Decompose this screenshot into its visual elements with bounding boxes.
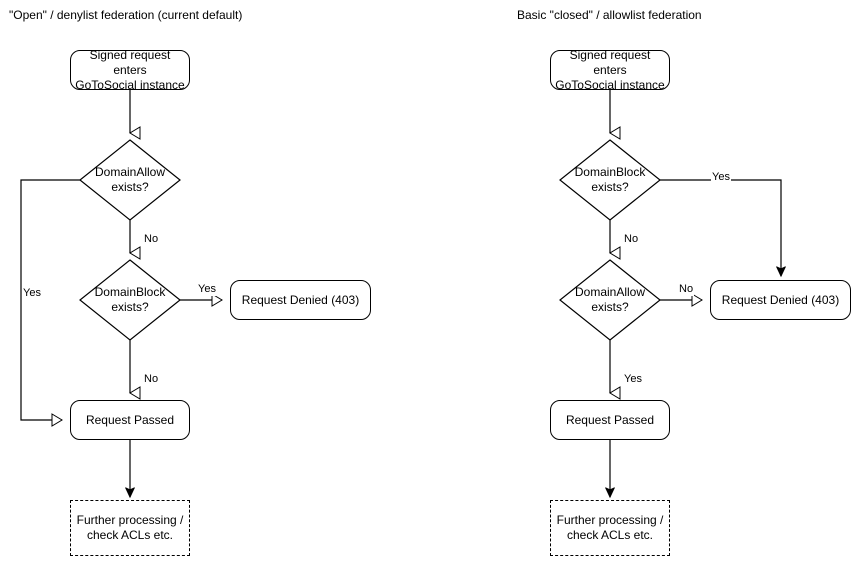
diamond-shape xyxy=(79,139,181,221)
edge-right-decision1-yes xyxy=(660,179,781,276)
node-left-request-denied[interactable]: Request Denied (403) xyxy=(230,280,371,320)
diagram-title-closed-allowlist: Basic "closed" / allowlist federation xyxy=(517,8,702,22)
node-left-further-processing[interactable]: Further processing /check ACLs etc. xyxy=(70,500,190,556)
edge-left-decision1-yes xyxy=(20,179,80,427)
edge-label-right-decision1-yes: Yes xyxy=(711,171,731,184)
edge-label-right-decision1-no: No xyxy=(623,233,640,246)
node-left-request-passed-label: Request Passed xyxy=(85,412,175,427)
edge-label-left-decision1-yes: Yes xyxy=(22,287,42,300)
diamond-shape xyxy=(559,139,661,221)
node-left-request-passed[interactable]: Request Passed xyxy=(70,400,190,440)
diamond-shape xyxy=(559,259,661,341)
edge-label-left-decision1-no: No xyxy=(143,233,160,246)
diamond-shape xyxy=(79,259,181,341)
node-right-request-denied[interactable]: Request Denied (403) xyxy=(710,280,851,320)
edge-label-right-decision2-no: No xyxy=(678,283,695,296)
node-right-request-passed-label: Request Passed xyxy=(565,412,655,427)
edge-label-right-decision2-yes: Yes xyxy=(623,373,643,386)
node-right-request-denied-label: Request Denied (403) xyxy=(721,292,840,307)
diagram-title-open-denylist: "Open" / denylist federation (current de… xyxy=(9,8,243,22)
edge-label-left-decision2-yes: Yes xyxy=(197,283,217,296)
node-right-further-processing[interactable]: Further processing /check ACLs etc. xyxy=(550,500,670,556)
edge-label-left-decision2-no: No xyxy=(143,373,160,386)
node-right-further-processing-label: Further processing /check ACLs etc. xyxy=(556,513,664,542)
node-left-further-processing-label: Further processing /check ACLs etc. xyxy=(76,513,184,542)
node-left-request-denied-label: Request Denied (403) xyxy=(241,292,360,307)
node-right-request-passed[interactable]: Request Passed xyxy=(550,400,670,440)
